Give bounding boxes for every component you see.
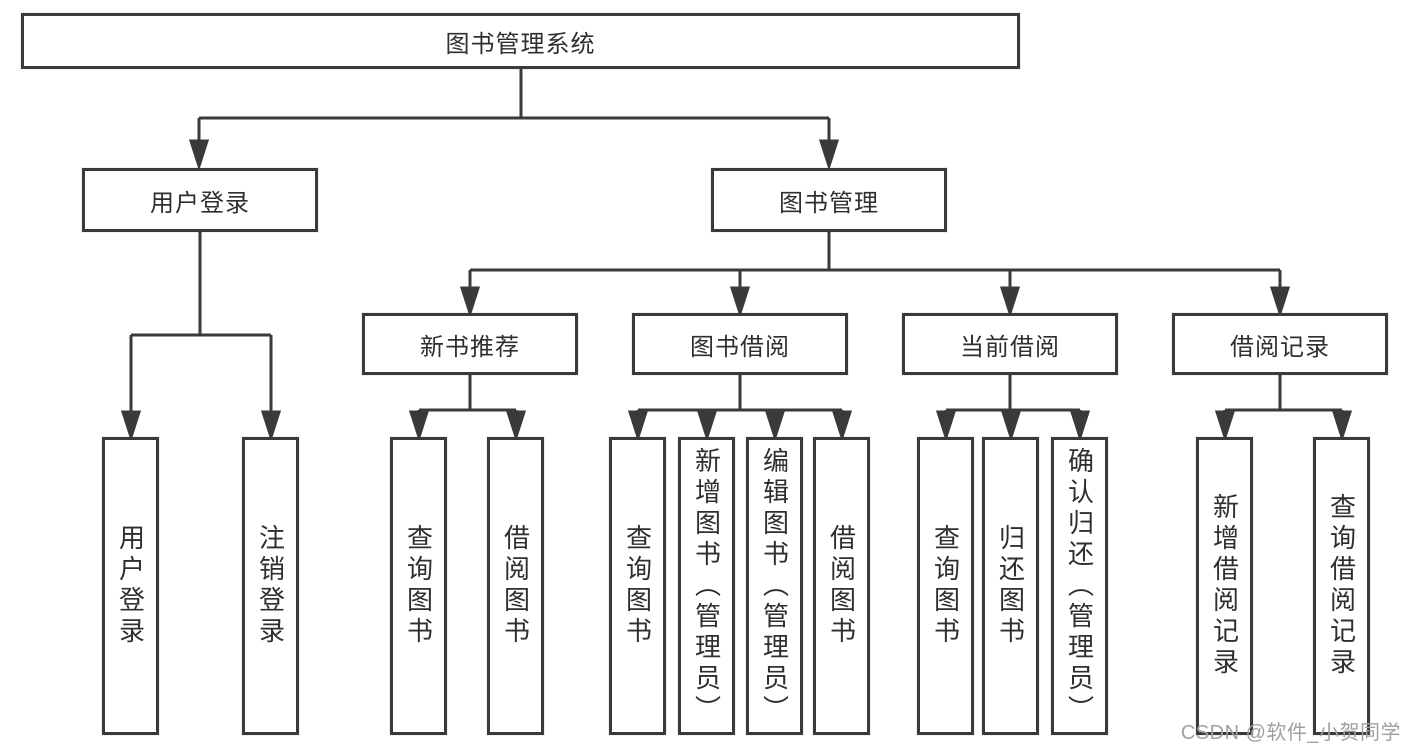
node-library-management-system: 图书管理系统 [21,13,1020,69]
leaf-label: 借阅图书 [826,524,857,648]
leaf-borrow-books: 借阅图书 [813,437,870,735]
leaf-label: 编辑图书（管理员） [759,446,790,726]
leaf-label: 注销登录 [255,524,286,648]
leaf-query-books-borrow: 查询图书 [609,437,666,735]
edge-user-login-children [120,232,282,442]
node-book-borrow: 图书借阅 [632,313,848,375]
node-new-book-recommend: 新书推荐 [362,313,578,375]
leaf-add-borrow-record: 新增借阅记录 [1196,437,1253,735]
leaf-query-borrow-record: 查询借阅记录 [1313,437,1370,735]
node-label: 图书借阅 [690,333,790,361]
leaf-label: 用户登录 [115,524,146,648]
node-borrow-records: 借阅记录 [1172,313,1388,375]
node-label: 新书推荐 [420,333,520,361]
node-label: 借阅记录 [1230,333,1330,361]
node-label: 用户登录 [150,189,250,217]
leaf-query-books-current: 查询图书 [917,437,974,735]
node-user-login: 用户登录 [82,168,318,232]
node-book-management: 图书管理 [711,168,947,232]
edge-book-borrow-children [627,375,853,442]
node-label: 图书管理系统 [445,30,596,58]
leaf-label: 归还图书 [995,524,1026,648]
leaf-label: 查询借阅记录 [1326,493,1357,679]
leaf-label: 查询图书 [403,524,434,648]
csdn-watermark: CSDN @软件_小贺同学 [1180,722,1401,744]
leaf-confirm-return-admin: 确认归还（管理员） [1051,437,1108,735]
node-label: 当前借阅 [960,333,1060,361]
leaf-label: 新增借阅记录 [1209,493,1240,679]
edge-current-borrow-children [935,375,1091,442]
edge-root-to-level2 [188,68,840,171]
leaf-label: 借阅图书 [500,524,531,648]
leaf-edit-book-admin: 编辑图书（管理员） [746,437,803,735]
leaf-label: 查询图书 [930,524,961,648]
edge-book-management-children [459,232,1291,318]
leaf-label: 新增图书（管理员） [691,446,722,726]
leaf-borrow-books-recommend: 借阅图书 [487,437,544,735]
node-label: 图书管理 [779,189,879,217]
leaf-add-book-admin: 新增图书（管理员） [678,437,735,735]
leaf-user-login: 用户登录 [102,437,159,735]
leaf-return-books: 归还图书 [982,437,1039,735]
edge-new-book-recommend-children [408,375,527,442]
node-current-borrow: 当前借阅 [902,313,1118,375]
leaf-logout: 注销登录 [242,437,299,735]
leaf-label: 确认归还（管理员） [1064,446,1095,726]
leaf-query-books-recommend: 查询图书 [390,437,447,735]
leaf-label: 查询图书 [622,524,653,648]
edge-borrow-records-children [1214,375,1353,442]
